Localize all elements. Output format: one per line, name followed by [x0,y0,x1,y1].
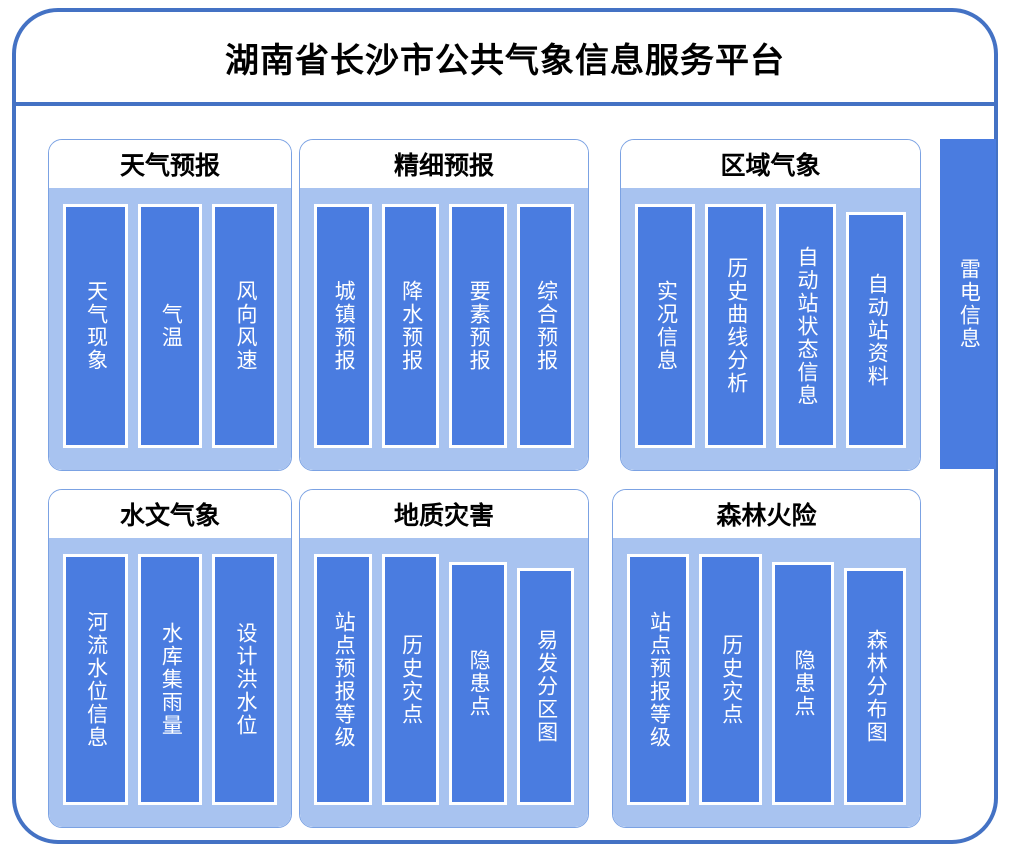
module-item-label: 隐患点 [791,649,815,718]
module-item-station-forecast-level[interactable]: 站点预报等级 [314,554,372,805]
platform-frame: 湖南省长沙市公共气象信息服务平台 天气预报 天气现象 气温 风向风速 [12,8,998,844]
module-title: 水文气象 [119,502,220,530]
module-item-label: 自动站资料 [865,272,889,388]
module-item-label: 自动站状态信息 [794,245,818,407]
module-item-label: 综合预报 [534,280,558,372]
module-title: 精细预报 [393,152,494,180]
module-item-label: 站点预报等级 [332,610,356,749]
module-body: 河流水位信息 水库集雨量 设计洪水位 [49,538,291,827]
module-item-wind[interactable]: 风向风速 [212,204,278,448]
platform-header: 湖南省长沙市公共气象信息服务平台 [16,12,994,106]
module-item-label: 历史曲线分析 [724,257,748,395]
module-item-design-flood-level[interactable]: 设计洪水位 [212,554,278,805]
module-item-comprehensive-forecast[interactable]: 综合预报 [516,204,574,448]
module-body: 站点预报等级 历史灾点 隐患点 森林分布图 [613,538,920,827]
module-item-aws-status-info[interactable]: 自动站状态信息 [775,204,836,448]
module-title: 森林火险 [716,502,817,530]
module-body: 站点预报等级 历史灾点 隐患点 易发分区图 [300,538,588,827]
module-body: 天气现象 气温 风向风速 [49,188,291,470]
module-item-label: 实况信息 [654,280,678,372]
module-title-bar: 水文气象 [49,490,291,538]
module-item-label: 降水预报 [399,280,423,372]
module-card-geo-disaster[interactable]: 地质灾害 站点预报等级 历史灾点 隐患点 易发分区图 [299,489,589,828]
module-title-bar: 区域气象 [621,140,920,188]
module-item-label: 城镇预报 [332,280,356,372]
module-item-live-info[interactable]: 实况信息 [635,204,696,448]
module-body: 实况信息 历史曲线分析 自动站状态信息 自动站资料 [621,188,920,470]
module-item-hidden-danger-points[interactable]: 隐患点 [771,562,834,805]
module-item-river-water-level[interactable]: 河流水位信息 [63,554,128,805]
module-item-weather-phenomenon[interactable]: 天气现象 [63,204,128,448]
module-item-label: 易发分区图 [534,629,558,744]
module-item-temperature[interactable]: 气温 [137,204,203,448]
module-item-historical-disaster-points[interactable]: 历史灾点 [699,554,762,805]
module-card-forest-fire[interactable]: 森林火险 站点预报等级 历史灾点 隐患点 森林分布图 [612,489,921,828]
module-item-history-curve-analysis[interactable]: 历史曲线分析 [705,204,766,448]
module-title-bar: 地质灾害 [300,490,588,538]
module-item-label: 要素预报 [467,280,491,372]
module-item-lightning-info[interactable]: 雷电信息 [940,139,996,469]
module-card-regional-met[interactable]: 区域气象 实况信息 历史曲线分析 自动站状态信息 自动站资料 [620,139,921,471]
module-title-bar: 天气预报 [49,140,291,188]
module-item-label: 隐患点 [467,649,491,718]
module-item-label: 雷电信息 [957,258,981,350]
module-card-hydro-met[interactable]: 水文气象 河流水位信息 水库集雨量 设计洪水位 [48,489,292,828]
module-title-bar: 精细预报 [300,140,588,188]
module-item-hidden-danger-points[interactable]: 隐患点 [449,562,507,805]
module-item-forest-distribution-map[interactable]: 森林分布图 [843,568,906,805]
module-item-label: 水库集雨量 [159,622,183,737]
module-item-historical-disaster-points[interactable]: 历史灾点 [381,554,439,805]
module-item-label: 森林分布图 [864,629,888,744]
module-title: 天气预报 [119,152,220,180]
module-body: 城镇预报 降水预报 要素预报 综合预报 [300,188,588,470]
module-item-aws-data[interactable]: 自动站资料 [845,212,906,448]
module-item-label: 河流水位信息 [84,610,108,749]
module-title: 区域气象 [720,152,821,180]
module-item-station-forecast-level[interactable]: 站点预报等级 [627,554,690,805]
module-item-element-forecast[interactable]: 要素预报 [449,204,507,448]
module-title: 地质灾害 [393,502,494,530]
module-item-label: 气温 [159,303,183,349]
module-item-label: 设计洪水位 [234,622,258,737]
module-card-weather-forecast[interactable]: 天气预报 天气现象 气温 风向风速 [48,139,292,471]
module-item-label: 历史灾点 [399,633,423,726]
module-item-label: 历史灾点 [719,633,743,726]
module-item-susceptibility-zoning-map[interactable]: 易发分区图 [516,568,574,805]
module-card-fine-forecast[interactable]: 精细预报 城镇预报 降水预报 要素预报 综合预报 [299,139,589,471]
module-item-label: 风向风速 [234,280,258,372]
module-item-town-forecast[interactable]: 城镇预报 [314,204,372,448]
module-item-label: 站点预报等级 [647,610,671,749]
module-item-reservoir-rainfall[interactable]: 水库集雨量 [137,554,203,805]
module-title-bar: 森林火险 [613,490,920,538]
content-area: 天气预报 天气现象 气温 风向风速 精细预报 城镇预报 [16,106,996,844]
module-item-label: 天气现象 [84,280,108,372]
module-item-precipitation-forecast[interactable]: 降水预报 [381,204,439,448]
page-title: 湖南省长沙市公共气象信息服务平台 [225,41,785,80]
